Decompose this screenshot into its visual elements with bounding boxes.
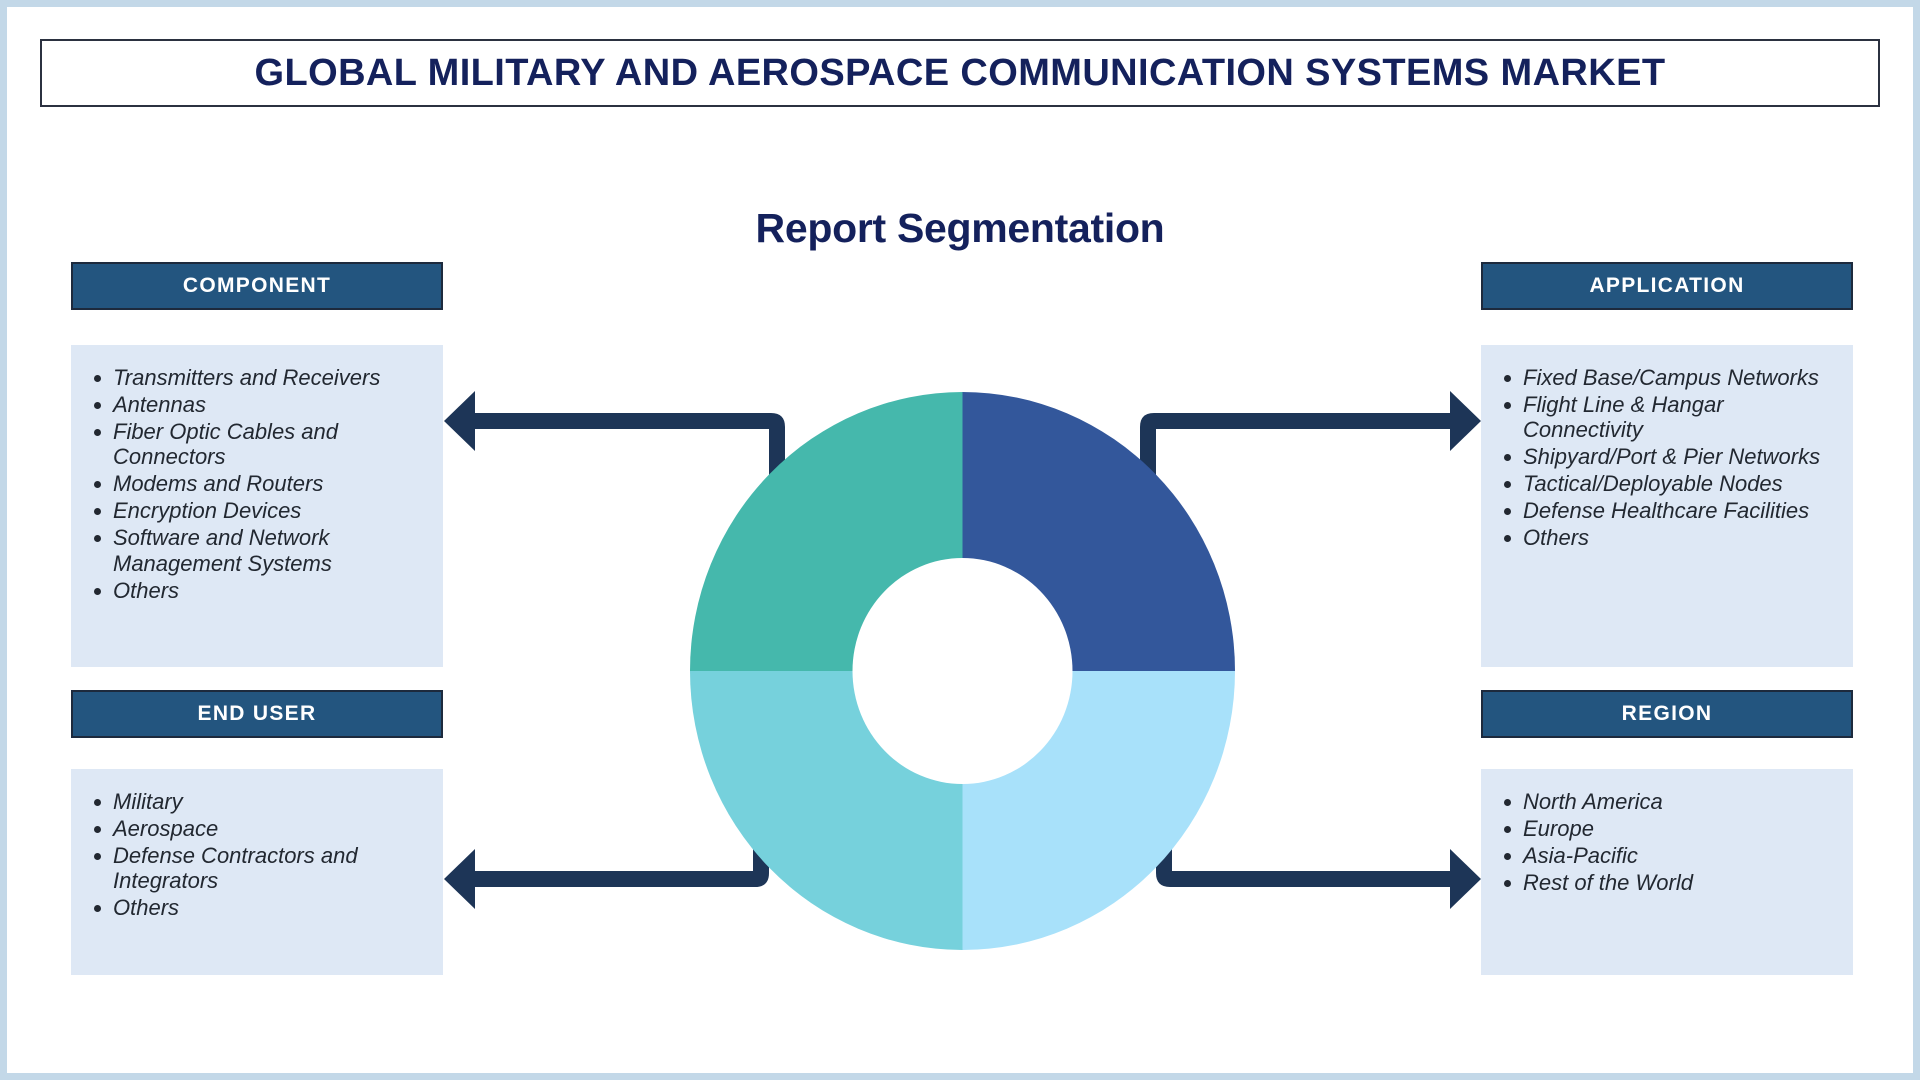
list-item: Aerospace — [85, 816, 429, 841]
donut-chart-svg — [690, 392, 1235, 950]
list-item: Others — [85, 895, 429, 920]
list-item: Defense Contractors and Integrators — [85, 843, 429, 893]
list-item: Rest of the World — [1495, 870, 1839, 895]
application-item-list: Fixed Base/Campus Networks Flight Line &… — [1495, 365, 1839, 551]
category-header-end-user-label: END USER — [197, 702, 317, 725]
title-banner: GLOBAL MILITARY AND AEROSPACE COMMUNICAT… — [40, 39, 1880, 107]
list-item: Asia-Pacific — [1495, 843, 1839, 868]
category-header-application-label: APPLICATION — [1589, 274, 1745, 297]
category-header-component-label: COMPONENT — [182, 274, 332, 297]
list-item: Others — [1495, 525, 1839, 550]
list-item: Modems and Routers — [85, 471, 429, 496]
category-header-component: COMPONENT — [71, 262, 443, 310]
list-item: Military — [85, 789, 429, 814]
section-heading: Report Segmentation — [755, 205, 1165, 251]
donut-center-hole — [852, 558, 1073, 784]
infographic-canvas: GLOBAL MILITARY AND AEROSPACE COMMUNICAT… — [7, 7, 1913, 1073]
category-header-region-label: REGION — [1621, 702, 1713, 725]
component-item-list: Transmitters and Receivers Antennas Fibe… — [85, 365, 429, 603]
list-item: Transmitters and Receivers — [85, 365, 429, 390]
category-header-end-user: END USER — [71, 690, 443, 738]
list-item: Tactical/Deployable Nodes — [1495, 471, 1839, 496]
list-item: Shipyard/Port & Pier Networks — [1495, 444, 1839, 469]
list-item: Encryption Devices — [85, 498, 429, 523]
list-item: Others — [85, 578, 429, 603]
list-item: North America — [1495, 789, 1839, 814]
category-header-region: REGION — [1481, 690, 1853, 738]
category-header-application: APPLICATION — [1481, 262, 1853, 310]
region-item-list: North America Europe Asia-Pacific Rest o… — [1495, 789, 1839, 895]
list-item: Fiber Optic Cables and Connectors — [85, 419, 429, 469]
list-item: Europe — [1495, 816, 1839, 841]
donut-chart — [690, 392, 1235, 950]
list-item: Antennas — [85, 392, 429, 417]
category-list-component: Transmitters and Receivers Antennas Fibe… — [71, 345, 443, 667]
end-user-item-list: Military Aerospace Defense Contractors a… — [85, 789, 429, 920]
category-list-application: Fixed Base/Campus Networks Flight Line &… — [1481, 345, 1853, 667]
list-item: Software and Network Management Systems — [85, 525, 429, 576]
category-list-region: North America Europe Asia-Pacific Rest o… — [1481, 769, 1853, 975]
list-item: Flight Line & Hangar Connectivity — [1495, 392, 1839, 442]
list-item: Fixed Base/Campus Networks — [1495, 365, 1839, 390]
category-list-end-user: Military Aerospace Defense Contractors a… — [71, 769, 443, 975]
list-item: Defense Healthcare Facilities — [1495, 498, 1839, 523]
page-title: GLOBAL MILITARY AND AEROSPACE COMMUNICAT… — [254, 51, 1666, 94]
